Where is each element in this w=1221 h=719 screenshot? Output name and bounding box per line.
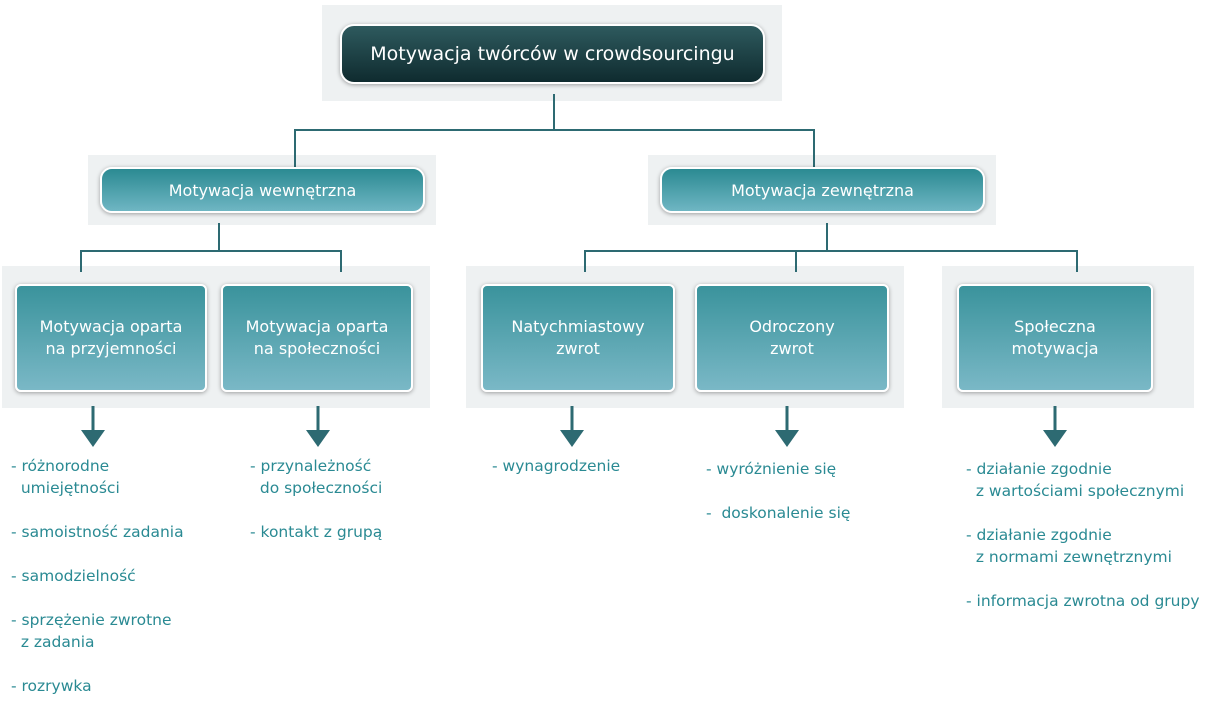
- list-item: - samodzielność: [11, 567, 136, 585]
- branch-node-inner: Motywacja wewnętrzna: [100, 167, 425, 213]
- connector-outer-horizontal: [584, 250, 1078, 252]
- connector-root-down: [553, 94, 555, 130]
- arrow-down-icon: [1043, 406, 1067, 447]
- arrow-down-icon: [560, 406, 584, 447]
- connector-inner-down: [218, 223, 220, 251]
- list-item: - samoistność zadania: [11, 523, 184, 541]
- category-node-community: Motywacja oparta na społeczności: [221, 284, 413, 392]
- branch-node-outer: Motywacja zewnętrzna: [660, 167, 985, 213]
- list-item: - doskonalenie się: [706, 504, 851, 522]
- list-item: - informacja zwrotna od grupy: [966, 592, 1200, 610]
- connector-outer-right: [1076, 250, 1078, 272]
- category-node-social: Społeczna motywacja: [957, 284, 1153, 392]
- list-item: - działanie zgodnie z normami zewnętrzny…: [966, 526, 1172, 566]
- list-item: - rozrywka: [11, 677, 92, 695]
- arrow-down-icon: [81, 406, 105, 447]
- connector-inner-horizontal: [80, 250, 342, 252]
- connector-outer-middle: [795, 250, 797, 272]
- list-item: - sprzężenie zwrotne z zadania: [11, 611, 172, 651]
- category-node-delayed-return: Odroczony zwrot: [695, 284, 889, 392]
- list-item: - wynagrodzenie: [492, 457, 621, 475]
- items-list-immediate-return: - wynagrodzenie: [492, 455, 620, 499]
- items-list-community: - przynależność do społeczności - kontak…: [250, 455, 382, 565]
- list-item: - kontakt z grupą: [250, 523, 383, 541]
- connector-inner-left: [80, 250, 82, 272]
- items-list-pleasure: - różnorodne umiejętności - samoistność …: [11, 455, 184, 719]
- list-item: - działanie zgodnie z wartościami społec…: [966, 460, 1185, 500]
- list-item: - wyróżnienie się: [706, 460, 837, 478]
- category-node-immediate-return: Natychmiastowy zwrot: [481, 284, 675, 392]
- connector-outer-down: [826, 223, 828, 251]
- arrow-down-icon: [306, 406, 330, 447]
- connector-to-inner: [294, 129, 296, 169]
- list-item: - przynależność do społeczności: [250, 457, 383, 497]
- items-list-social: - działanie zgodnie z wartościami społec…: [966, 458, 1200, 634]
- connector-inner-right: [340, 250, 342, 272]
- items-list-delayed-return: - wyróżnienie się - doskonalenie się: [706, 458, 850, 546]
- arrow-down-icon: [775, 406, 799, 447]
- root-node: Motywacja twórców w crowdsourcingu: [340, 24, 765, 84]
- connector-to-outer: [813, 129, 815, 169]
- connector-outer-left: [584, 250, 586, 272]
- category-node-pleasure: Motywacja oparta na przyjemności: [15, 284, 207, 392]
- list-item: - różnorodne umiejętności: [11, 457, 120, 497]
- connector-root-horizontal: [294, 129, 814, 131]
